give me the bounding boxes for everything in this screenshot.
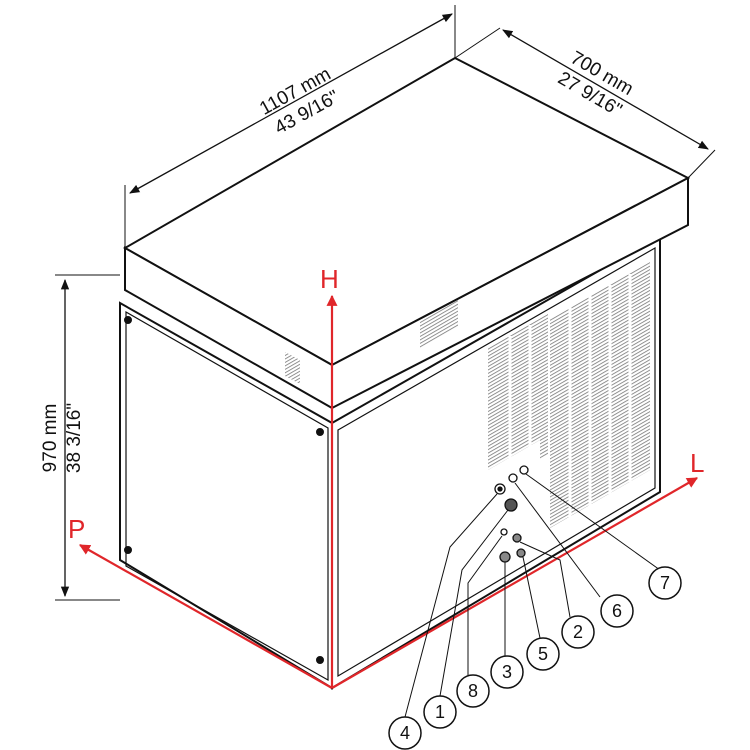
depth-dimension-line — [502, 29, 709, 150]
leader-lines — [404, 473, 661, 718]
callout-number: 2 — [573, 622, 583, 642]
axis-p — [79, 544, 333, 689]
callout-8: 8 — [456, 674, 490, 708]
callout-3: 3 — [490, 655, 524, 689]
ventilation-grilles — [285, 262, 650, 528]
callout-2: 2 — [561, 615, 595, 649]
axes — [79, 294, 698, 689]
callout-number: 4 — [400, 723, 410, 743]
callouts: 7 6 2 5 3 8 1 4 — [388, 566, 682, 750]
callout-4: 4 — [388, 716, 422, 750]
width-dimension-line — [129, 13, 453, 194]
callout-circle — [490, 655, 524, 689]
callout-6: 6 — [600, 594, 634, 628]
callout-circle — [388, 716, 422, 750]
callout-circle — [423, 695, 457, 729]
callout-circle — [561, 615, 595, 649]
height-label: 970 mm 38 3/16" — [40, 403, 85, 473]
callout-circle — [456, 674, 490, 708]
callout-number: 8 — [468, 681, 478, 701]
callout-number: 1 — [435, 702, 445, 722]
callout-circle — [648, 566, 682, 600]
callout-5: 5 — [526, 637, 560, 671]
callout-7: 7 — [648, 566, 682, 600]
axis-h-label: H — [320, 264, 339, 294]
grille-dividers — [508, 274, 632, 518]
axis-p-label: P — [68, 514, 85, 544]
callout-circle — [600, 594, 634, 628]
callout-number: 5 — [538, 644, 548, 664]
height-mm: 970 mm — [40, 404, 61, 473]
axis-l-label: L — [690, 448, 704, 478]
callout-circle — [526, 637, 560, 671]
extension-lines — [55, 5, 716, 601]
axis-l — [331, 477, 698, 689]
callout-1: 1 — [423, 695, 457, 729]
callout-number: 6 — [612, 601, 622, 621]
height-inch: 38 3/16" — [64, 403, 85, 473]
callout-number: 3 — [502, 662, 512, 682]
machine-lid — [122, 56, 691, 410]
callout-number: 7 — [660, 573, 670, 593]
